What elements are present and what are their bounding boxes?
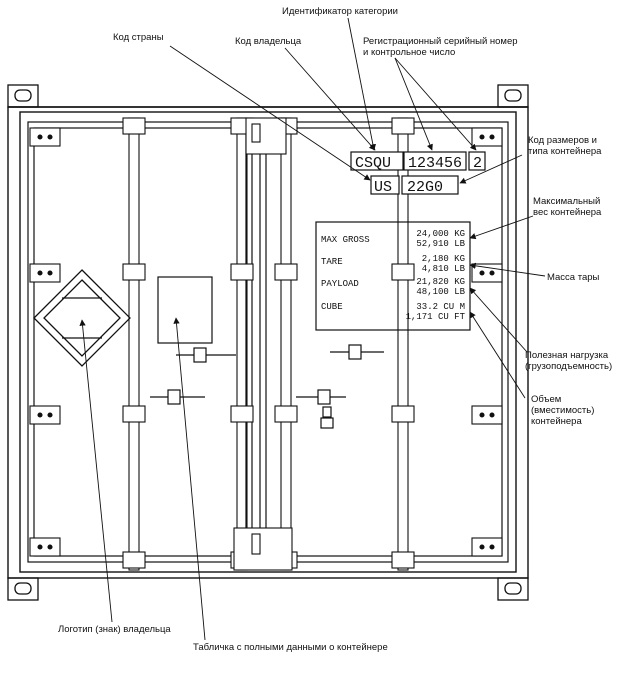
cube-label: CUBE: [321, 302, 343, 312]
data-plate-box: [157, 276, 213, 344]
label-cube-1: Объем: [531, 394, 561, 405]
label-payload-2: (грузоподъемность): [525, 361, 612, 372]
weights-text: MAX GROSS 24,000 KG 52,910 LB TARE 2,180…: [321, 229, 466, 322]
cam-keepers: [122, 117, 415, 569]
label-cube-3: контейнера: [531, 416, 582, 427]
label-size-type-2: типа контейнера: [528, 146, 602, 157]
locking-bars: [128, 117, 409, 571]
label-owner-logo: Логотип (знак) владельца: [58, 624, 171, 635]
label-payload-1: Полезная нагрузка: [525, 350, 609, 361]
check-digit: 2: [473, 155, 482, 172]
label-country-code: Код страны: [113, 32, 164, 43]
container-rear-view: [7, 84, 529, 601]
payload-kg: 21,820 KG: [416, 277, 465, 287]
payload-lb: 48,100 LB: [416, 287, 465, 297]
max-gross-kg: 24,000 KG: [416, 229, 465, 239]
owner-prefix-code: CSQU: [355, 155, 391, 172]
weights-panel: [315, 221, 471, 331]
door-handles: [150, 344, 384, 429]
country-code: US: [374, 179, 392, 196]
label-size-type-1: Код размеров и: [528, 135, 597, 146]
marking-boxes: [350, 151, 486, 195]
label-max-gross-1: Максимальный: [533, 196, 600, 207]
label-serial-check-1: Регистрационный серийный номер: [363, 36, 518, 47]
label-tare: Масса тары: [547, 272, 600, 283]
seal-plate-top: [245, 117, 287, 155]
payload-label: PAYLOAD: [321, 279, 359, 289]
cube-m: 33.2 CU M: [416, 302, 465, 312]
tare-lb: 4,810 LB: [422, 264, 466, 274]
cube-ft: 1,171 CU FT: [406, 312, 466, 322]
owner-logo-diamond: [33, 269, 131, 367]
leader-lines: [79, 17, 546, 641]
seal-plate-bottom: [233, 527, 293, 571]
label-owner-code: Код владельца: [235, 36, 302, 47]
max-gross-lb: 52,910 LB: [416, 239, 465, 249]
left-door: [27, 121, 253, 563]
tare-label: TARE: [321, 257, 343, 267]
label-max-gross-2: вес контейнера: [533, 207, 602, 218]
label-serial-check-2: и контрольное число: [363, 47, 455, 58]
max-gross-label: MAX GROSS: [321, 235, 370, 245]
hinges-left: [29, 127, 61, 557]
label-category-id: Идентификатор категории: [282, 6, 398, 17]
label-data-plate: Табличка с полными данными о контейнере: [193, 642, 388, 653]
tare-kg: 2,180 KG: [422, 254, 465, 264]
right-door: [259, 121, 509, 563]
size-type-code: 22G0: [407, 179, 443, 196]
hinges-right: [471, 127, 503, 557]
label-cube-2: (вместимость): [531, 405, 594, 416]
serial-number: 123456: [408, 155, 462, 172]
